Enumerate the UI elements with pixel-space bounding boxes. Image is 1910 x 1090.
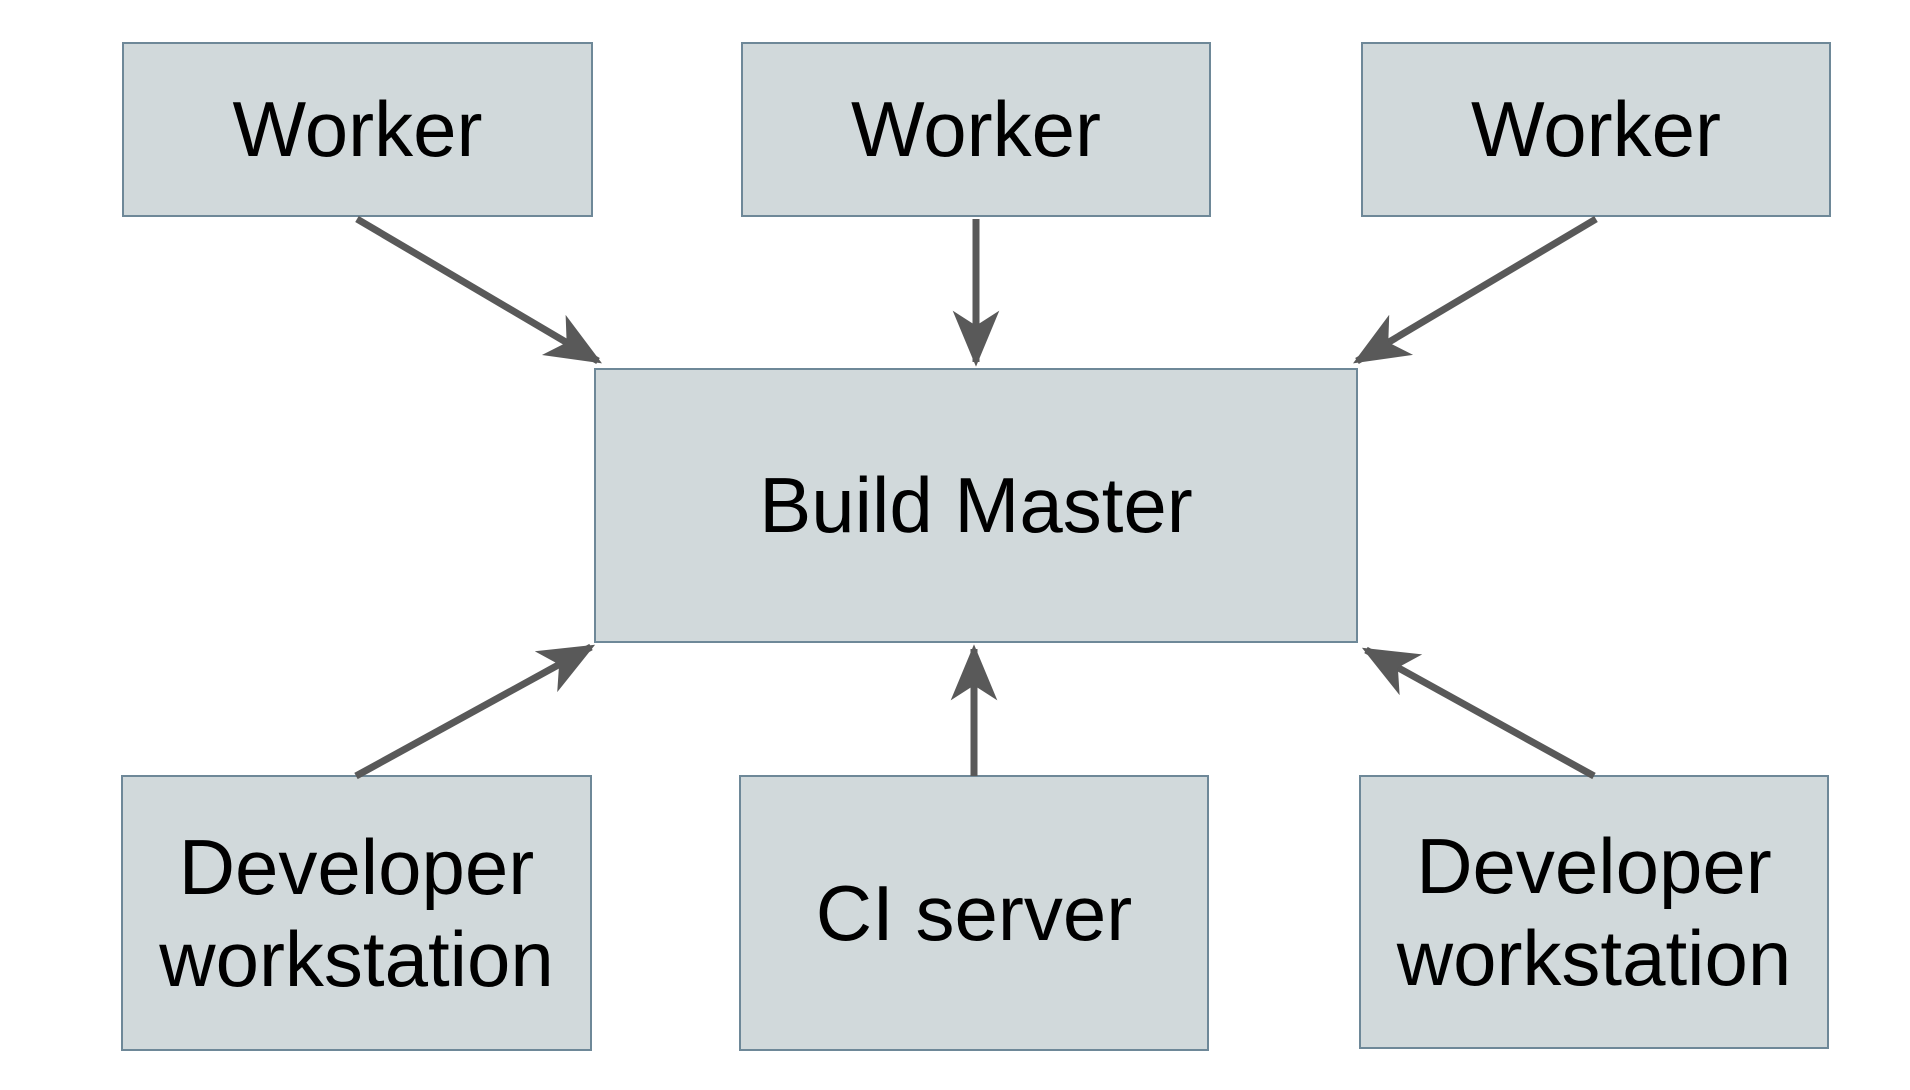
node-worker-3-label: Worker	[1471, 85, 1721, 174]
node-worker-1-label: Worker	[232, 85, 483, 174]
node-ci-server: CI server	[739, 775, 1209, 1051]
node-developer-workstation-right-label: Developer workstation	[1396, 821, 1792, 1002]
arrow-developer-workstation-right-to-build-master	[1361, 646, 1596, 780]
node-worker-3: Worker	[1361, 42, 1831, 217]
arrow-developer-workstation-left-to-build-master	[354, 643, 596, 780]
node-worker-2: Worker	[741, 42, 1211, 217]
arrow-worker-1-to-build-master	[355, 215, 603, 365]
node-developer-workstation-left: Developer workstation	[121, 775, 592, 1051]
node-developer-workstation-right: Developer workstation	[1359, 775, 1829, 1049]
node-worker-1: Worker	[122, 42, 593, 217]
node-worker-2-label: Worker	[851, 85, 1101, 174]
node-build-master-label: Build Master	[759, 461, 1193, 550]
arrow-worker-3-to-build-master	[1352, 215, 1598, 365]
node-ci-server-label: CI server	[815, 868, 1133, 957]
node-developer-workstation-left-label: Developer workstation	[159, 822, 554, 1003]
node-build-master: Build Master	[594, 368, 1358, 643]
